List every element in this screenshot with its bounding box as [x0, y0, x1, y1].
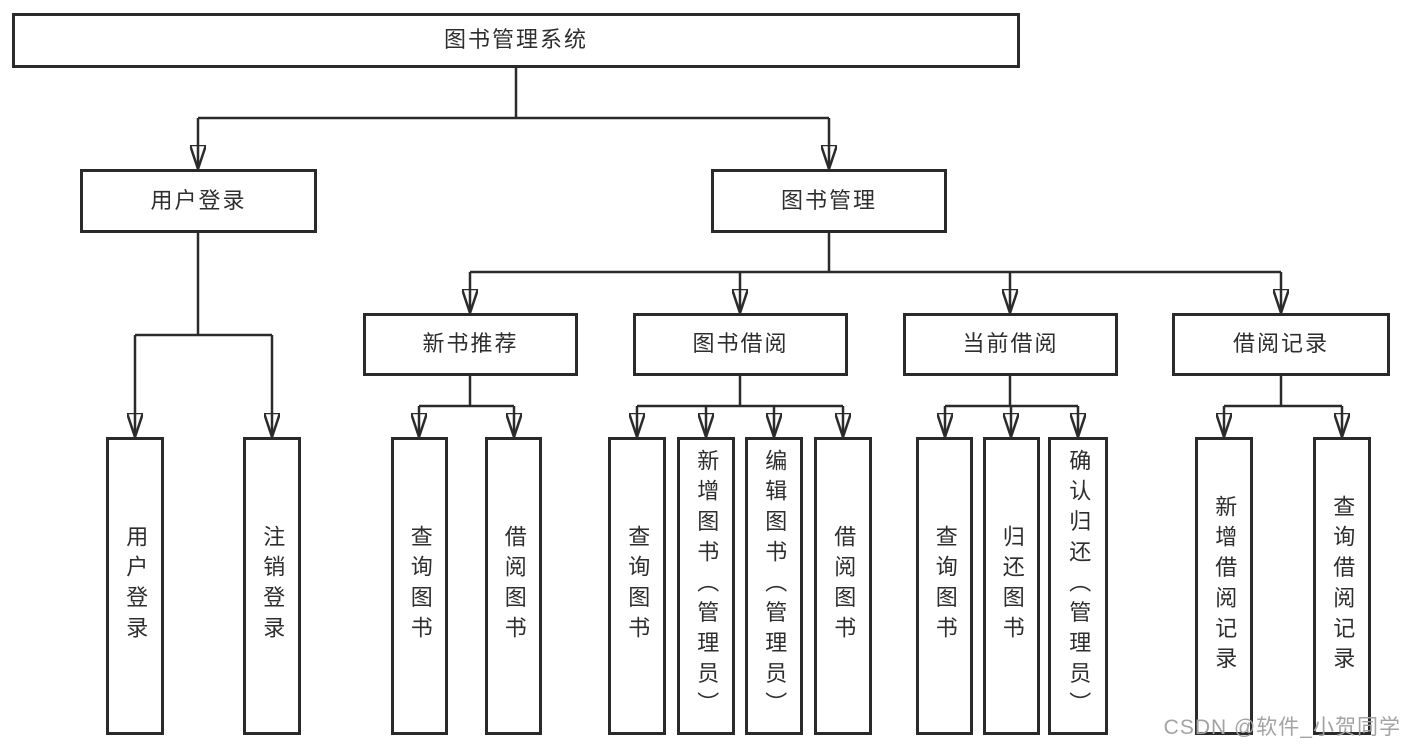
- node-book-borrow: 图书借阅: [633, 313, 848, 376]
- leaf-add-books-admin: 新增图书（管理员）: [677, 437, 735, 735]
- leaf-query-books-borrow: 查询图书: [608, 437, 666, 735]
- connector-current-borrow: [945, 376, 1078, 435]
- leaf-borrow-books: 借阅图书: [814, 437, 872, 735]
- connector-book-management: [470, 233, 1281, 311]
- leaf-user-login: 用户登录: [106, 437, 164, 735]
- leaf-confirm-return-admin: 确认归还（管理员）: [1048, 437, 1108, 735]
- leaf-query-borrow-record: 查询借阅记录: [1313, 437, 1371, 735]
- leaf-logout: 注销登录: [243, 437, 301, 735]
- csdn-watermark: CSDN @软件_小贺同学: [1163, 716, 1401, 739]
- leaf-borrow-books-recommend: 借阅图书: [485, 437, 542, 735]
- connector-new-book-recommend: [419, 376, 514, 435]
- leaf-edit-books-admin: 编辑图书（管理员）: [745, 437, 803, 735]
- node-book-management-branch: 图书管理: [711, 169, 947, 233]
- connector-book-borrow: [637, 376, 843, 435]
- node-current-borrow: 当前借阅: [903, 313, 1118, 376]
- leaf-query-books-current: 查询图书: [916, 437, 973, 735]
- node-user-login-branch: 用户登录: [80, 169, 317, 233]
- connector-borrow-record: [1224, 376, 1342, 435]
- connector-root: [198, 68, 829, 167]
- connector-user-login: [135, 233, 272, 435]
- leaf-return-books: 归还图书: [983, 437, 1040, 735]
- leaf-add-borrow-record: 新增借阅记录: [1195, 437, 1253, 735]
- node-borrow-record: 借阅记录: [1172, 313, 1390, 376]
- node-library-management-system: 图书管理系统: [12, 13, 1020, 68]
- leaf-query-books-recommend: 查询图书: [391, 437, 448, 735]
- node-new-book-recommend: 新书推荐: [363, 313, 578, 376]
